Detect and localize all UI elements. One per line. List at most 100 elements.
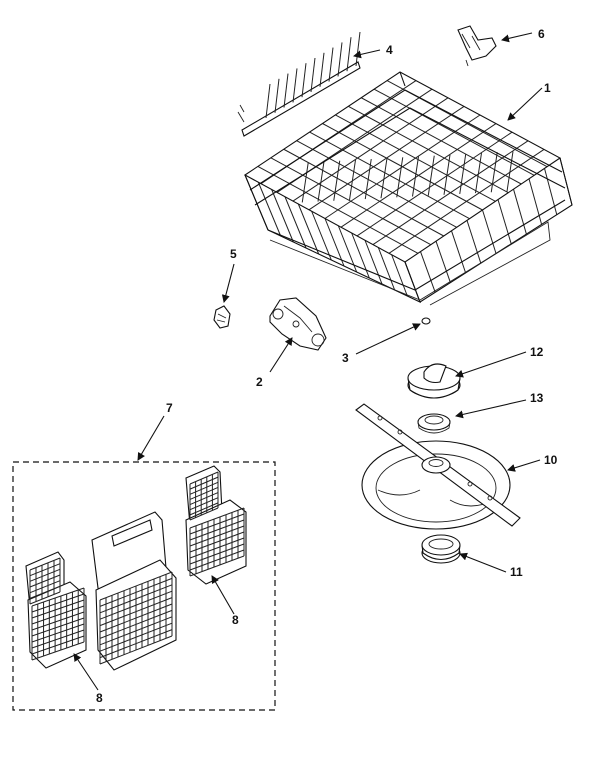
callout-3: 3 xyxy=(342,351,349,365)
wire-line xyxy=(459,153,467,195)
callout-5: 5 xyxy=(230,247,237,261)
wire-line xyxy=(189,555,245,577)
wire-line xyxy=(311,211,332,261)
roller-assembly xyxy=(269,297,327,351)
wire-line xyxy=(29,574,61,588)
wire-line xyxy=(189,471,219,485)
wire-line xyxy=(513,189,527,235)
rack-clip xyxy=(213,305,231,329)
callout-12: 12 xyxy=(530,345,544,359)
wire-line xyxy=(324,218,345,267)
wire-line xyxy=(297,203,320,255)
callout-8-left: 8 xyxy=(96,691,103,705)
wire-line xyxy=(475,153,482,194)
wire-line xyxy=(317,161,325,202)
center-basket xyxy=(91,511,177,671)
wire-line xyxy=(31,623,85,643)
wire-line xyxy=(301,63,307,98)
wire-line xyxy=(391,254,408,297)
callout-6: 6 xyxy=(538,27,545,41)
wire-line xyxy=(257,182,282,237)
wire-line xyxy=(99,609,173,639)
wire-line xyxy=(372,140,529,246)
wire-line xyxy=(189,525,245,547)
wire-line xyxy=(420,251,436,293)
wire-line xyxy=(319,52,325,87)
wire-line xyxy=(31,617,85,637)
wire-line xyxy=(337,225,358,273)
wire-line xyxy=(29,563,61,577)
wire-line xyxy=(490,152,498,193)
wire-line xyxy=(189,519,245,541)
wire-line xyxy=(443,154,451,195)
wire-line xyxy=(99,571,173,601)
wire-line xyxy=(355,31,361,67)
wire-line xyxy=(99,597,173,627)
wire-line xyxy=(189,507,219,521)
wire-line xyxy=(377,247,396,291)
tine-row xyxy=(237,31,361,137)
wire-line xyxy=(189,543,245,565)
callout-11: 11 xyxy=(510,565,523,579)
spray-arm-cap xyxy=(407,363,461,399)
wire-line xyxy=(31,611,85,631)
wire-line xyxy=(396,157,404,198)
wire-line xyxy=(308,105,465,211)
screw xyxy=(421,317,431,325)
wire-line xyxy=(466,220,482,264)
silverware-basket-group-box xyxy=(12,461,276,711)
wire-line xyxy=(31,635,85,655)
wire-line xyxy=(29,557,61,571)
leader-lines xyxy=(73,32,543,691)
bearing-ring xyxy=(417,413,451,434)
wire-line xyxy=(412,156,419,197)
callout-13: 13 xyxy=(530,391,544,405)
wire-line xyxy=(301,162,309,203)
callout-8-right: 8 xyxy=(232,613,239,627)
wire-line xyxy=(451,230,467,274)
wire-line xyxy=(99,622,173,652)
wire-line xyxy=(99,590,173,620)
lower-spray-arm xyxy=(355,403,521,530)
wire-line xyxy=(189,537,245,559)
wire-line xyxy=(31,641,85,661)
wire-line xyxy=(31,593,85,613)
wire-line xyxy=(380,158,388,199)
wire-line xyxy=(99,635,173,665)
wire-line xyxy=(364,158,372,200)
wire-line xyxy=(528,178,543,225)
wire-line xyxy=(283,73,289,108)
lower-rack xyxy=(243,71,573,306)
wire-line xyxy=(29,568,61,582)
wire-line xyxy=(265,83,271,119)
wire-line xyxy=(189,513,245,535)
wire-line xyxy=(189,492,219,506)
wire-line xyxy=(189,502,219,516)
wire-line xyxy=(506,151,514,192)
wire-line xyxy=(99,584,173,614)
wire-line xyxy=(99,616,173,646)
wire-line xyxy=(189,486,219,500)
wire-line xyxy=(31,587,85,607)
wire-line xyxy=(292,68,298,103)
callout-2: 2 xyxy=(256,375,263,389)
wire-line xyxy=(482,209,497,254)
wire-line xyxy=(356,131,513,237)
wire-line xyxy=(99,629,173,659)
wire-line xyxy=(189,549,245,571)
wire-line xyxy=(328,47,334,82)
wire-line xyxy=(189,531,245,553)
wire-line xyxy=(427,155,435,196)
right-basket xyxy=(185,465,247,585)
wire-line xyxy=(99,603,173,633)
wire-line xyxy=(29,580,61,594)
wire-line xyxy=(388,148,545,254)
callout-7: 7 xyxy=(166,401,173,415)
left-basket xyxy=(25,551,87,669)
wire-line xyxy=(29,591,61,605)
wire-line xyxy=(31,599,85,619)
wire-line xyxy=(271,189,294,243)
wire-line xyxy=(497,199,512,244)
wire-line xyxy=(340,123,497,228)
